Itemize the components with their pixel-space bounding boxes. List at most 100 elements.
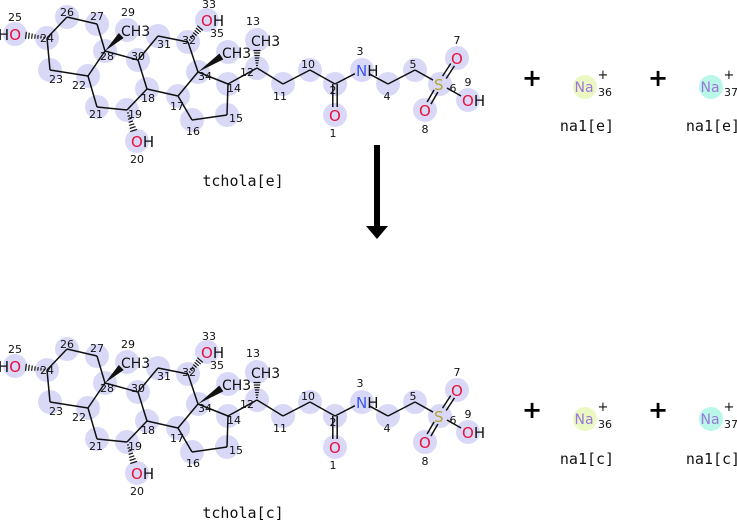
hash-bond — [29, 365, 30, 371]
sodium-ion: Na +37 — [699, 68, 737, 99]
atom-number: 2 — [330, 84, 337, 97]
atom-label: O — [419, 102, 431, 120]
atom-number: 35 — [210, 359, 224, 372]
hash-bond — [130, 127, 136, 129]
atom-number: 37 — [724, 418, 737, 431]
atom-number: 5 — [410, 58, 417, 71]
atom-number: 34 — [198, 402, 212, 415]
atom-label: NH — [356, 394, 379, 412]
atom-number: 13 — [246, 347, 260, 360]
atom-number: 8 — [422, 123, 429, 136]
atom-number: 35 — [210, 27, 224, 40]
atom-number: 9 — [465, 408, 472, 421]
methyl-label: CH3 — [251, 366, 280, 382]
atom-number: 22 — [72, 411, 86, 424]
atom-number: 9 — [465, 76, 472, 89]
methyl-label: CH3 — [251, 34, 280, 50]
atom-number: 19 — [128, 440, 142, 453]
product-label-tchola-c: tchola[c] — [202, 504, 283, 522]
atom-number: 8 — [422, 455, 429, 468]
sodium-ion: Na+37 — [699, 400, 737, 431]
methyl-label: CH3 — [222, 46, 251, 62]
atom-number: 18 — [141, 92, 155, 105]
atom-label: O — [419, 434, 431, 452]
atom-number: 33 — [202, 0, 216, 11]
methyl-label: CH3 — [121, 356, 150, 372]
sodium-ion: Na+36 — [573, 400, 612, 431]
sodium-symbol: Na — [574, 80, 593, 96]
sodium-symbol: Na — [574, 412, 593, 428]
atom-number: 3 — [357, 377, 364, 390]
arrow-shaft — [374, 145, 380, 227]
atom-number: 28 — [100, 382, 114, 395]
atom-number: 5 — [410, 390, 417, 403]
atom-label: OH — [462, 92, 485, 110]
atom-label: O — [329, 439, 341, 457]
atom-number: 2 — [330, 416, 337, 429]
atom-number: 10 — [301, 390, 315, 403]
atom-number: 1 — [330, 459, 337, 472]
atom-number: 15 — [229, 444, 243, 457]
product-label-na-37: na1[c] — [686, 450, 737, 468]
atom-number: 30 — [131, 382, 145, 395]
atom-number: 14 — [227, 414, 241, 427]
atom-number: 34 — [198, 70, 212, 83]
atom-number: 24 — [40, 32, 54, 45]
sodium-symbol: Na — [700, 80, 719, 96]
atom-number: 36 — [598, 86, 612, 99]
atom-number: 7 — [454, 366, 461, 379]
atom-number: 21 — [89, 108, 103, 121]
atom-number: 11 — [273, 90, 287, 103]
atom-number: 29 — [121, 338, 135, 351]
atom-number: 3 — [357, 45, 364, 58]
hash-bond — [29, 33, 30, 39]
hash-bond — [32, 33, 33, 38]
atom-number: 13 — [246, 15, 260, 28]
hash-bond — [35, 366, 36, 370]
atom-number: 17 — [170, 432, 184, 445]
atom-number: 15 — [229, 112, 243, 125]
atom-number: 37 — [724, 86, 737, 99]
methyl-label: CH3 — [121, 24, 150, 40]
atom-label: HO — [0, 26, 21, 44]
atom-number: 30 — [131, 50, 145, 63]
atom-number: 20 — [130, 153, 144, 166]
atom-number: 18 — [141, 424, 155, 437]
atom-number: 10 — [301, 58, 315, 71]
atom-number: 28 — [100, 50, 114, 63]
atom-label: OH — [462, 424, 485, 442]
atom-number: 14 — [227, 82, 241, 95]
reactant-label-na-36: na1[e] — [560, 117, 614, 135]
reaction-arrow-down — [366, 145, 388, 239]
atom-number: 22 — [72, 79, 86, 92]
atom-number: 12 — [240, 66, 254, 79]
hash-bond — [129, 124, 134, 126]
atom-label: O — [451, 382, 463, 400]
atom-number: 23 — [49, 405, 63, 418]
atom-label: NH — [356, 62, 379, 80]
atom-number: 21 — [89, 440, 103, 453]
atom-number: 20 — [130, 485, 144, 498]
reactant-label-na-37: na1[e] — [686, 117, 737, 135]
atom-number: 11 — [273, 422, 287, 435]
hash-bond — [129, 456, 134, 458]
atom-number: 25 — [8, 343, 22, 356]
charge-plus: + — [598, 68, 609, 83]
charge-plus: + — [724, 400, 735, 415]
atom-number: 19 — [128, 108, 142, 121]
reactant-label-tchola-e: tchola[e] — [202, 172, 283, 190]
hash-bond — [32, 365, 33, 370]
atom-number: 7 — [454, 34, 461, 47]
product-label-na-36: na1[c] — [560, 450, 614, 468]
charge-plus: + — [724, 68, 735, 83]
atom-number: 36 — [598, 418, 612, 431]
atom-number: 32 — [182, 34, 196, 47]
atom-number: 23 — [49, 73, 63, 86]
atom-label: O — [329, 107, 341, 125]
atom-label: OH — [131, 133, 154, 151]
atom-number: 32 — [182, 366, 196, 379]
arrow-head — [366, 226, 388, 239]
